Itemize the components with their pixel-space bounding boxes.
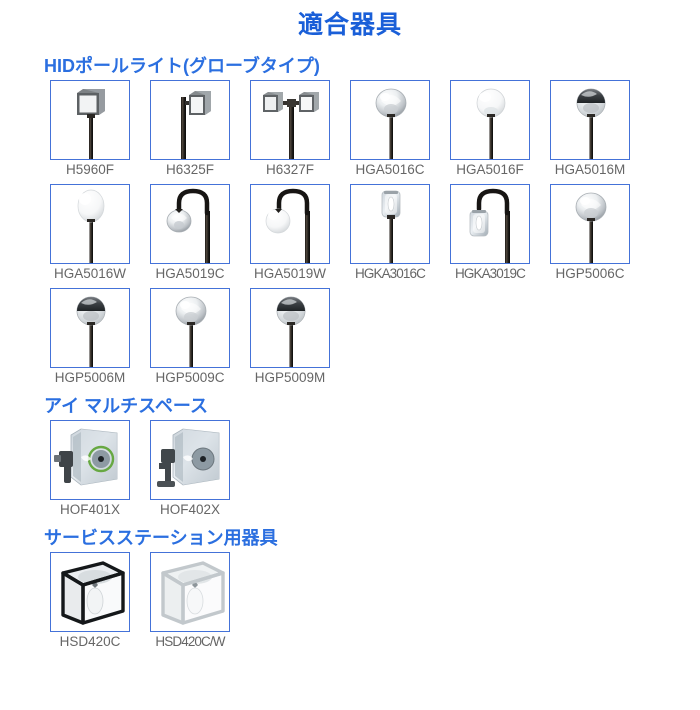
product-label: HOF402X: [159, 502, 221, 517]
section-eye-multi-space: アイ マルチスペース HOF401X HOF402X: [0, 394, 700, 524]
section-service-station: サービスステーション用器具 HSD420C HSD420C/W: [0, 526, 700, 656]
curved-arm-clear-globe-icon[interactable]: [150, 184, 230, 264]
section-hid-pole-light-globe: HIDポールライト(グローブタイプ) H5960F H6325F H6327F HGA5…: [0, 54, 700, 392]
product-cell[interactable]: HGA5016F: [450, 80, 530, 178]
floodlight-bracket-icon[interactable]: [150, 420, 230, 500]
product-cell[interactable]: H6327F: [250, 80, 330, 178]
product-cell[interactable]: H6325F: [150, 80, 230, 178]
frosted-globe-pole-icon[interactable]: [450, 80, 530, 160]
product-label: HGA5019C: [155, 266, 225, 281]
product-cell[interactable]: HGA5016C: [350, 80, 430, 178]
product-cell[interactable]: HGP5006C: [550, 184, 630, 282]
product-cell[interactable]: HGKA3019C: [450, 184, 530, 282]
mirror-globe-pole-icon[interactable]: [550, 80, 630, 160]
product-cell[interactable]: HGKA3016C: [350, 184, 430, 282]
section-title: サービスステーション用器具: [44, 528, 278, 548]
rect-lantern-pole-icon[interactable]: [350, 184, 430, 264]
product-label: HGA5016M: [554, 162, 626, 177]
product-label: HGA5019W: [253, 266, 327, 281]
clear-globe-pole-icon[interactable]: [550, 184, 630, 264]
product-grid: HOF401X HOF402X: [0, 420, 650, 524]
product-label: H6325F: [165, 162, 215, 177]
product-cell[interactable]: HGP5009M: [250, 288, 330, 386]
product-grid: HSD420C HSD420C/W: [0, 552, 650, 656]
product-cell[interactable]: HGA5016W: [50, 184, 130, 282]
clear-globe-pole-icon[interactable]: [150, 288, 230, 368]
product-cell[interactable]: H5960F: [50, 80, 130, 178]
product-label: HSD420C/W: [155, 634, 225, 649]
product-label: HGA5016F: [456, 162, 524, 177]
product-label: HGP5009M: [254, 370, 326, 385]
page-title: 適合器具: [297, 11, 402, 39]
product-label: HGKA3016C: [355, 266, 426, 281]
twin-square-lantern-pole-icon[interactable]: [250, 80, 330, 160]
product-label: H6327F: [265, 162, 315, 177]
product-label: HOF401X: [59, 502, 121, 517]
product-cell[interactable]: HGA5019W: [250, 184, 330, 282]
product-cell[interactable]: HGA5016M: [550, 80, 630, 178]
product-cell[interactable]: HSD420C/W: [150, 552, 230, 650]
product-label: HGA5016W: [53, 266, 127, 281]
product-cell[interactable]: HOF401X: [50, 420, 130, 518]
square-lantern-side-pole-icon[interactable]: [150, 80, 230, 160]
curved-arm-rect-lantern-icon[interactable]: [450, 184, 530, 264]
white-oval-globe-pole-icon[interactable]: [50, 184, 130, 264]
clear-globe-pole-icon[interactable]: [350, 80, 430, 160]
product-label: HGA5016C: [355, 162, 425, 177]
mirror-globe-pole-icon[interactable]: [250, 288, 330, 368]
product-label: HGKA3019C: [455, 266, 526, 281]
box-ceiling-light-black-icon[interactable]: [50, 552, 130, 632]
product-cell[interactable]: HOF402X: [150, 420, 230, 518]
product-label: HGP5006C: [555, 266, 625, 281]
mirror-globe-pole-icon[interactable]: [50, 288, 130, 368]
box-ceiling-light-white-icon[interactable]: [150, 552, 230, 632]
product-label: HSD420C: [59, 634, 121, 649]
product-grid: H5960F H6325F H6327F HGA5016C HGA5016F HGA501…: [0, 80, 650, 392]
sections-container: HIDポールライト(グローブタイプ) H5960F H6325F H6327F HGA5…: [0, 54, 700, 656]
product-cell[interactable]: HSD420C: [50, 552, 130, 650]
product-label: HGP5006M: [54, 370, 126, 385]
section-title: HIDポールライト(グローブタイプ): [44, 56, 320, 76]
curved-arm-white-globe-icon[interactable]: [250, 184, 330, 264]
product-cell[interactable]: HGP5009C: [150, 288, 230, 386]
product-cell[interactable]: HGA5019C: [150, 184, 230, 282]
floodlight-green-ring-icon[interactable]: [50, 420, 130, 500]
square-lantern-pole-icon[interactable]: [50, 80, 130, 160]
product-label: HGP5009C: [155, 370, 225, 385]
product-cell[interactable]: HGP5006M: [50, 288, 130, 386]
product-label: H5960F: [65, 162, 115, 177]
section-title: アイ マルチスペース: [44, 396, 208, 416]
